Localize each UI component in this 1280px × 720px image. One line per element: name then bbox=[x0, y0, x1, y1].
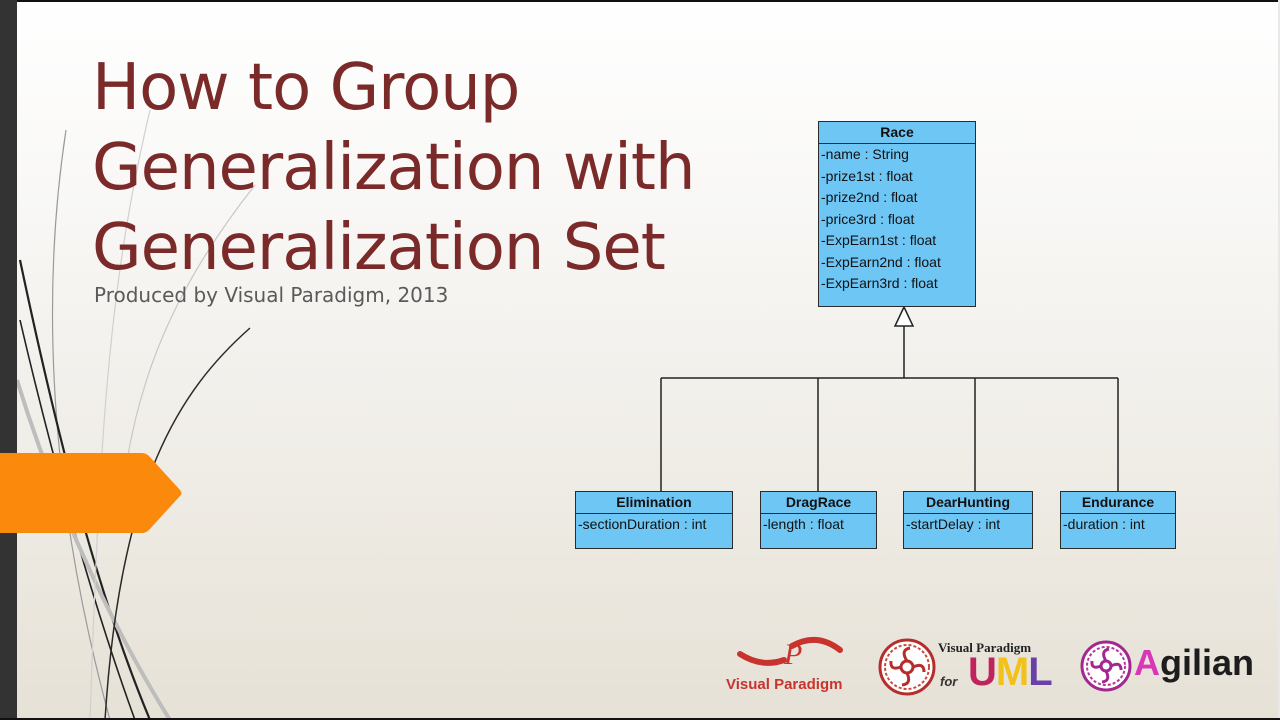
title-line-3: Generalization Set bbox=[92, 211, 666, 285]
class-attribute: -ExpEarn1st : float bbox=[821, 232, 937, 248]
class-name: DearHunting bbox=[904, 492, 1032, 514]
vp-uml-logo: Visual Paradigm for UML bbox=[876, 636, 1066, 698]
visual-paradigm-logo: P Visual Paradigm bbox=[722, 628, 862, 698]
visual-paradigm-swoosh-icon: P bbox=[737, 637, 843, 671]
class-name: DragRace bbox=[761, 492, 876, 514]
right-border bbox=[1278, 0, 1280, 720]
orange-arrow-tab bbox=[0, 453, 182, 533]
generalization-arrowhead-icon bbox=[893, 305, 915, 327]
class-dragrace[interactable]: DragRace -length : float bbox=[760, 491, 877, 549]
agilian-emblem-icon bbox=[1080, 640, 1132, 692]
title-line-2: Generalization with bbox=[92, 131, 696, 205]
class-attribute: -price3rd : float bbox=[821, 210, 915, 227]
agilian-logo-text: Agilian bbox=[1134, 642, 1254, 684]
bottom-border bbox=[0, 718, 1280, 720]
slide-subtitle: Produced by Visual Paradigm, 2013 bbox=[94, 283, 449, 307]
vp-uml-logo-top-text: Visual Paradigm bbox=[938, 640, 1032, 655]
uml-letter-u: U bbox=[968, 650, 997, 694]
slide-title: How to Group Generalization with General… bbox=[92, 48, 696, 288]
uml-letter-m: M bbox=[995, 650, 1029, 694]
class-race[interactable]: Race -name : String -prize1st : float -p… bbox=[818, 121, 976, 307]
agilian-logo-first-letter: A bbox=[1134, 642, 1160, 683]
class-attribute: -ExpEarn2nd : float bbox=[821, 253, 941, 270]
agilian-logo-rest: gilian bbox=[1160, 642, 1255, 683]
top-border bbox=[0, 0, 1280, 2]
title-line-1: How to Group bbox=[92, 51, 520, 125]
class-attribute: -length : float bbox=[763, 516, 844, 532]
uml-letter-l: L bbox=[1028, 650, 1052, 694]
class-attribute: -name : String bbox=[821, 146, 909, 162]
left-accent-bar bbox=[0, 0, 17, 720]
class-elimination[interactable]: Elimination -sectionDuration : int bbox=[575, 491, 733, 549]
class-name: Endurance bbox=[1061, 492, 1175, 514]
class-attribute: -prize2nd : float bbox=[821, 189, 918, 205]
class-dearhunting[interactable]: DearHunting -startDelay : int bbox=[903, 491, 1033, 549]
class-attribute: -duration : int bbox=[1063, 516, 1145, 532]
class-name: Race bbox=[819, 122, 975, 144]
vp-uml-logo-letters: UML bbox=[968, 650, 1053, 695]
vp-uml-logo-for-text: for bbox=[940, 674, 958, 689]
class-attribute: -startDelay : int bbox=[906, 516, 1001, 532]
agilian-logo: Agilian bbox=[1078, 638, 1268, 694]
vp-uml-emblem-icon bbox=[878, 638, 936, 696]
class-attribute: -sectionDuration : int bbox=[578, 516, 707, 532]
class-name: Elimination bbox=[576, 492, 732, 514]
svg-text:P: P bbox=[783, 638, 802, 671]
class-attribute: -ExpEarn3rd : float bbox=[821, 275, 938, 291]
visual-paradigm-logo-text: Visual Paradigm bbox=[726, 676, 843, 693]
class-endurance[interactable]: Endurance -duration : int bbox=[1060, 491, 1176, 549]
class-attribute: -prize1st : float bbox=[821, 167, 913, 184]
